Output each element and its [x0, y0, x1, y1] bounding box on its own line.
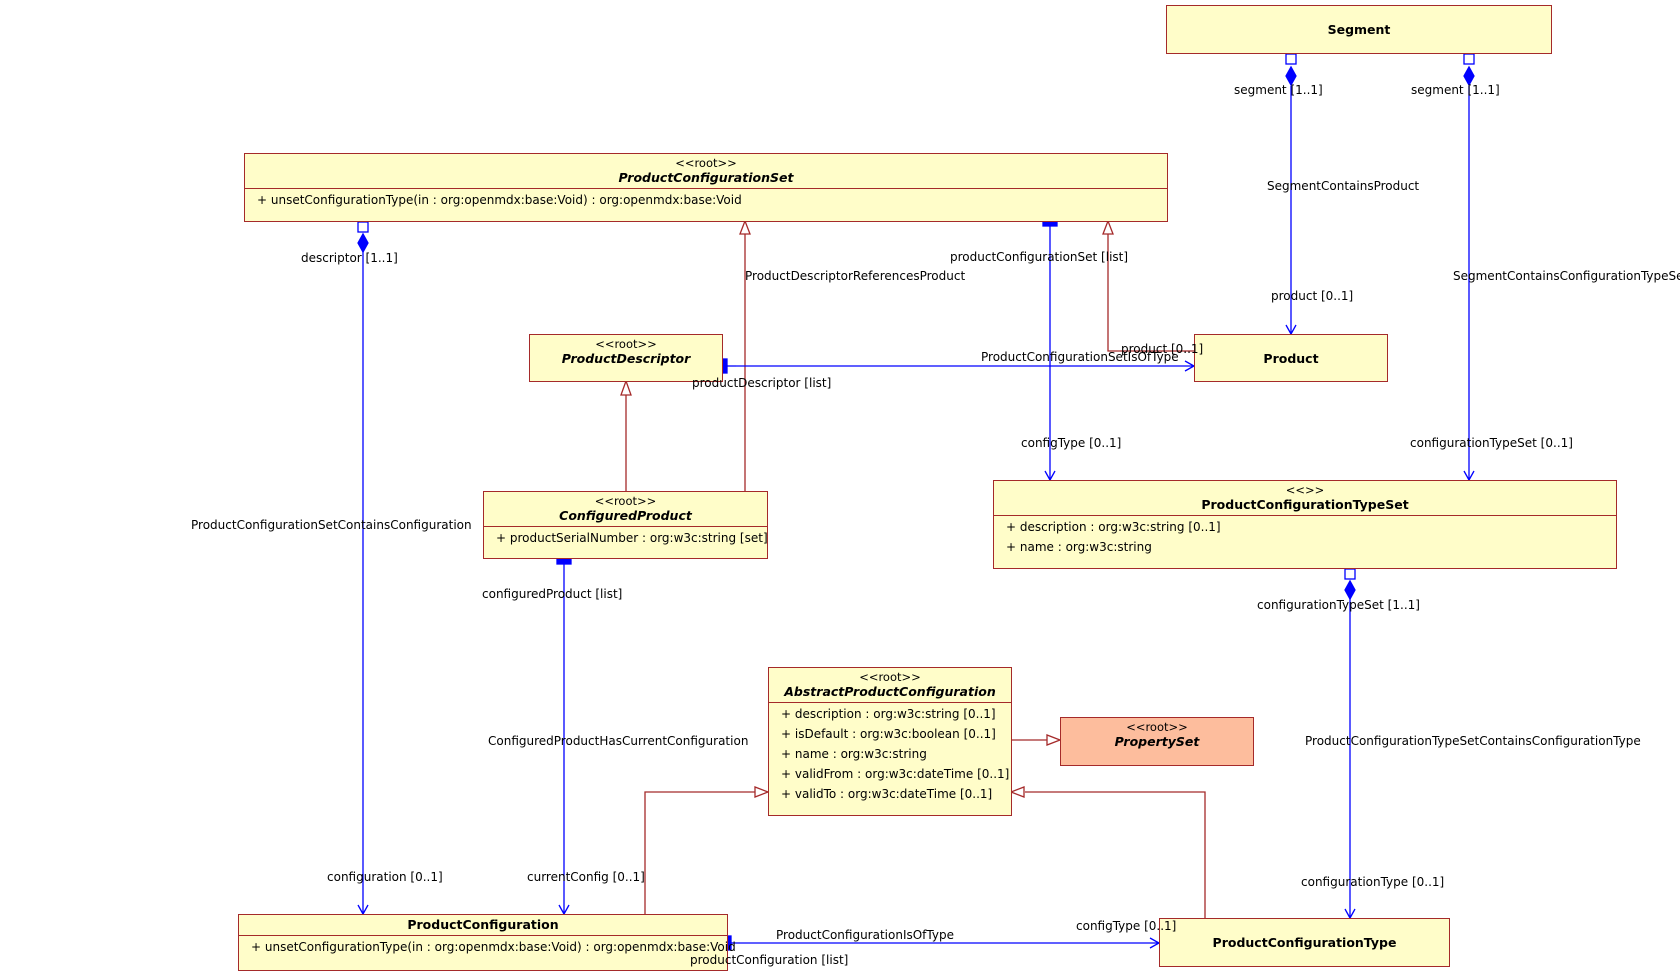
label-pd-role: productDescriptor [list] [692, 376, 832, 390]
generalization-lines [625, 233, 1206, 918]
class-configured-product[interactable]: <<root>> ConfiguredProduct + productSeri… [483, 491, 768, 559]
class-name: PropertySet [1114, 734, 1200, 749]
label-cp-has-current-configuration: ConfiguredProductHasCurrentConfiguration [488, 734, 749, 748]
triangle-productdescriptor [620, 379, 632, 396]
class-name: ProductConfigurationType [1212, 935, 1397, 950]
class-name: Segment [1327, 22, 1391, 37]
comp-diamond-segment-1 [1285, 65, 1297, 87]
gen-pct-to-apc [1025, 791, 1206, 918]
class-attribute: + validTo : org:w3c:dateTime [0..1] [781, 787, 993, 801]
generalization-triangles [620, 219, 1114, 798]
gen-pc-to-apc [644, 791, 756, 914]
label-configured-product-role: configuredProduct [list] [482, 587, 623, 601]
class-attribute: + validFrom : org:w3c:dateTime [0..1] [781, 767, 1010, 781]
label-pd-references-product: ProductDescriptorReferencesProduct [745, 269, 966, 283]
class-attribute: + isDefault : org:w3c:boolean [0..1] [781, 727, 996, 741]
label-configuration-role: configuration [0..1] [327, 870, 443, 884]
class-product-configuration-type-set[interactable]: <<>> ProductConfigurationTypeSet + descr… [993, 480, 1617, 569]
label-segment-role-2: segment [1..1] [1411, 83, 1500, 97]
class-operation: + unsetConfigurationType(in : org:openmd… [257, 193, 742, 207]
comp-diamond-cts [1344, 579, 1356, 601]
class-abstract-product-configuration[interactable]: <<root>> AbstractProductConfiguration + … [768, 667, 1012, 816]
class-stereotype: <<root>> [594, 494, 657, 508]
label-descriptor-role: descriptor [1..1] [301, 251, 398, 265]
class-product-configuration-set[interactable]: <<root>> ProductConfigurationSet + unset… [244, 153, 1168, 222]
label-segment-contains-product: SegmentContainsProduct [1267, 179, 1420, 193]
label-pcs-role: productConfigurationSet [list] [950, 250, 1129, 264]
comp-square-segment-2 [1463, 53, 1475, 65]
label-configuration-type-role: configurationType [0..1] [1301, 875, 1445, 889]
label-cts-contains-configuration-type: ProductConfigurationTypeSetContainsConfi… [1305, 734, 1641, 748]
class-property-set[interactable]: <<root>> PropertySet [1060, 717, 1254, 766]
comp-diamond-segment-2 [1463, 65, 1475, 87]
class-operation: + unsetConfigurationType(in : org:openmd… [251, 940, 736, 954]
class-product-configuration-type[interactable]: ProductConfigurationType [1159, 918, 1450, 967]
label-configtype-role: configType [0..1] [1021, 436, 1122, 450]
triangle-pcs-right [1102, 219, 1114, 235]
class-attribute: + productSerialNumber : org:w3c:string [… [496, 531, 768, 545]
class-name: ProductConfigurationSet [618, 170, 794, 185]
label-configtype-role-2: configType [0..1] [1076, 919, 1177, 933]
class-attribute: + name : org:w3c:string [781, 747, 927, 761]
class-stereotype: <<>> [1285, 483, 1325, 497]
label-configuration-type-set-role: configurationTypeSet [1..1] [1257, 598, 1420, 612]
gen-product-to-pcs [1107, 233, 1194, 352]
class-stereotype: <<root>> [859, 670, 921, 684]
label-segment-contains-cts: SegmentContainsConfigurationTypeSet [1453, 269, 1680, 283]
label-current-config-role: currentConfig [0..1] [527, 870, 645, 884]
class-name: ConfiguredProduct [559, 508, 692, 523]
label-pcs-contains-configuration: ProductConfigurationSetContainsConfigura… [191, 518, 472, 532]
triangle-propertyset [1046, 734, 1062, 746]
aggregation-ends [556, 220, 1058, 951]
comp-diamond-pcs [357, 232, 369, 254]
class-name: AbstractProductConfiguration [784, 684, 996, 699]
comp-square-cts [1344, 568, 1356, 580]
class-name: ProductDescriptor [561, 351, 691, 366]
class-product-descriptor[interactable]: <<root>> ProductDescriptor [529, 334, 723, 382]
class-name: ProductConfigurationTypeSet [1201, 497, 1409, 512]
composition-ends [357, 53, 1475, 601]
class-attribute: + description : org:w3c:string [0..1] [1006, 520, 1221, 534]
label-cts-role: configurationTypeSet [0..1] [1410, 436, 1573, 450]
comp-square-pcs [357, 221, 369, 233]
class-stereotype: <<root>> [675, 156, 737, 170]
class-product[interactable]: Product [1194, 334, 1388, 382]
class-segment[interactable]: Segment [1166, 5, 1552, 54]
triangle-apc-right [1009, 786, 1025, 798]
class-product-configuration[interactable]: ProductConfiguration + unsetConfiguratio… [238, 914, 736, 971]
association-lines [357, 86, 1475, 949]
label-pc-is-of-type: ProductConfigurationIsOfType [776, 928, 954, 942]
end-cp-currentconfig [556, 558, 572, 565]
triangle-apc-left [754, 786, 770, 798]
class-name: ProductConfiguration [407, 917, 559, 932]
class-name: Product [1263, 350, 1319, 366]
class-stereotype: <<root>> [595, 337, 657, 351]
label-segment-role-1: segment [1..1] [1234, 83, 1323, 97]
label-pcs-is-of-type: ProductConfigurationSetIsOfType [981, 350, 1179, 364]
label-product-role-2: product [0..1] [1121, 342, 1204, 356]
comp-square-segment-1 [1285, 53, 1297, 65]
class-attribute: + description : org:w3c:string [0..1] [781, 707, 996, 721]
triangle-pcs-left [739, 219, 751, 235]
class-attribute: + name : org:w3c:string [1006, 540, 1152, 554]
class-stereotype: <<root>> [1126, 720, 1188, 734]
label-product-role: product [0..1] [1271, 289, 1354, 303]
label-product-configuration-role: productConfiguration [list] [690, 953, 849, 967]
